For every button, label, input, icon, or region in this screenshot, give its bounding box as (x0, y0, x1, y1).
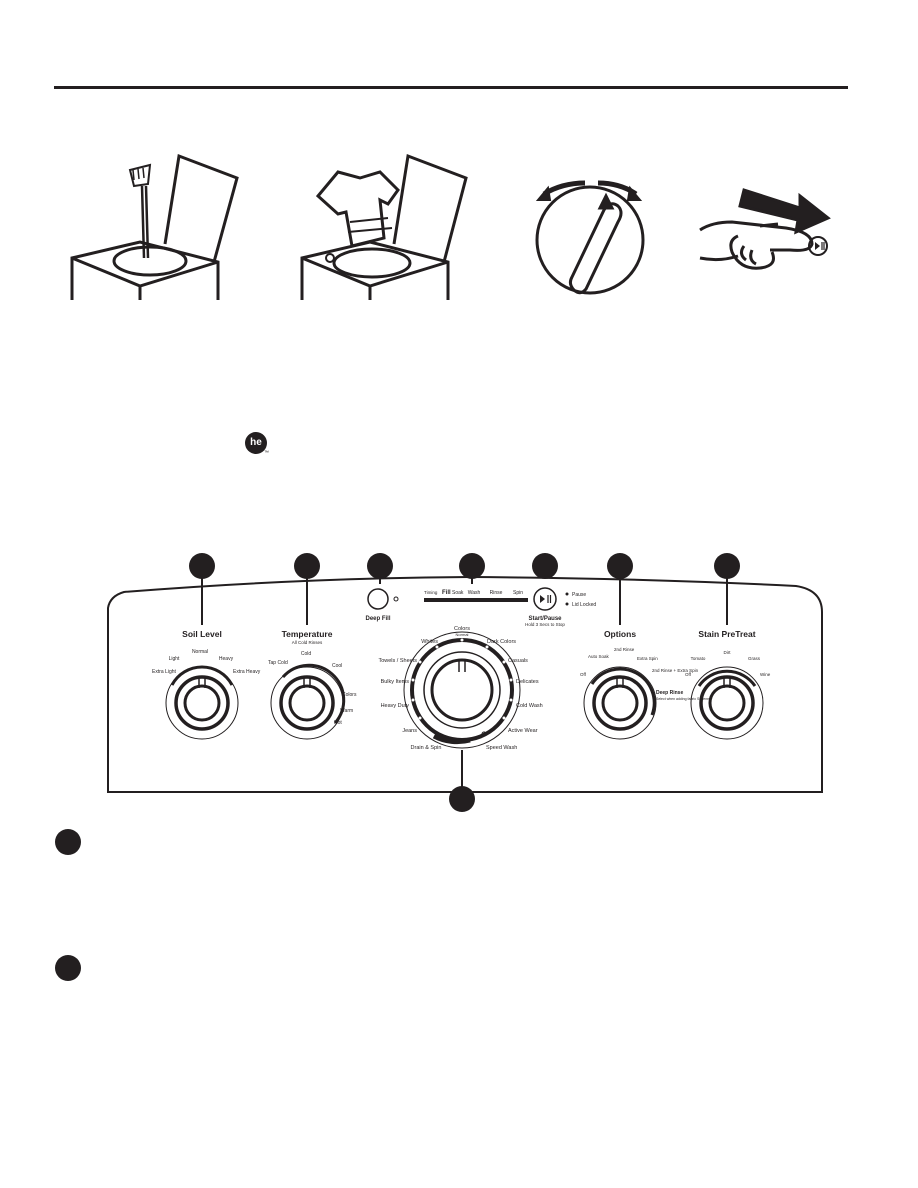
cycle-speed-wash: Speed Wash (486, 745, 517, 751)
cycle-drain-spin: Drain & Spin (411, 745, 442, 751)
option-extra-spin: Extra Spin (637, 656, 658, 661)
stain-pretreat-title: Stain PreTreat (698, 629, 755, 639)
temperature-knob (270, 663, 346, 740)
soil-level-knob (165, 665, 239, 740)
temp-hot: Hot (334, 720, 342, 726)
cycle-whites: Whites (421, 639, 438, 645)
option-rinse-spin: 2nd Rinse + Extra Spin (652, 668, 699, 673)
status-wash: Wash (468, 590, 481, 596)
hand-pressing-illustration (699, 188, 831, 270)
lid-locked-indicator-label: Lid Locked (572, 602, 596, 608)
cycle-dark-colors: Dark Colors (487, 639, 516, 645)
stain-off: Off (685, 672, 692, 677)
option-off: Off (580, 672, 587, 677)
washer-brush-illustration (70, 153, 239, 300)
cycle-casuals: Casuals (508, 658, 528, 664)
start-pause-subtitle: Hold 3 Secs to Stop (525, 622, 565, 627)
deep-fill-label: Deep Fill (365, 616, 390, 622)
option-2nd-rinse: 2nd Rinse (614, 647, 635, 652)
soil-extra-heavy: Extra Heavy (233, 669, 261, 675)
temp-tap-cold: Tap Cold (268, 660, 288, 666)
cycle-cold-wash: Cold Wash (516, 703, 543, 709)
header-rule (54, 86, 848, 89)
cycle-heavy-duty: Heavy Duty (381, 703, 410, 709)
options-title: Options (604, 629, 636, 639)
temp-colors: Colors (342, 692, 357, 698)
option-deep-rinse-note: Select when adding fabric Softener (656, 697, 711, 701)
status-rinse: Rinse (490, 590, 503, 596)
soil-extra-light: Extra Light (152, 669, 177, 675)
status-timing: Timing (424, 590, 438, 595)
stain-wine: Wine (760, 672, 771, 677)
callout-dots (189, 553, 740, 812)
status-spin: Spin (513, 590, 523, 596)
option-auto-soak: Auto Soak (588, 654, 610, 659)
stain-pretreat-knob (690, 666, 764, 740)
status-soak: Soak (452, 590, 464, 596)
deep-fill-button (367, 588, 389, 610)
trademark-mark: ™ (264, 450, 269, 456)
cycle-delicates: Delicates (516, 679, 539, 685)
cycle-active-wear: Active Wear (508, 728, 538, 734)
cycle-dots (411, 638, 513, 720)
start-pause-button (533, 587, 557, 611)
status-fill: Fill (442, 590, 451, 596)
options-knob (583, 666, 657, 740)
temp-warm: Warm (340, 708, 353, 714)
soil-light: Light (169, 656, 180, 662)
cycle-colors: Colors (454, 626, 470, 632)
section-bullet-2 (55, 955, 81, 981)
control-panel: Soil Level Light Normal Heavy Extra Ligh… (107, 553, 823, 812)
temperature-subtitle: All Cold Rinses (292, 640, 323, 645)
stain-tomato: Tomato (691, 656, 706, 661)
cycle-towels-sheets: Towels / Sheets (378, 658, 417, 664)
temp-cold: Cold (301, 651, 312, 657)
soil-level-title: Soil Level (182, 629, 222, 639)
cycle-normal: Normal (456, 632, 469, 637)
cycle-knob-illustration (535, 180, 645, 295)
temp-cool: Cool (332, 663, 342, 669)
cycle-bulky-items: Bulky Items (381, 679, 410, 685)
stain-grass: Grass (748, 656, 761, 661)
option-deep-rinse: Deep Rinse (656, 690, 683, 696)
stain-dirt: Dirt (724, 650, 732, 655)
cycle-selector-knob (403, 631, 521, 749)
soil-heavy: Heavy (219, 656, 234, 662)
temperature-title: Temperature (282, 629, 333, 639)
start-pause-title: Start/Pause (528, 616, 562, 622)
pause-indicator-label: Pause (572, 592, 586, 598)
washer-clothes-illustration (300, 153, 468, 300)
cycle-jeans: Jeans (402, 728, 417, 734)
he-logo-icon: he (245, 432, 267, 454)
section-bullet-1 (55, 829, 81, 855)
soil-normal: Normal (192, 649, 208, 655)
